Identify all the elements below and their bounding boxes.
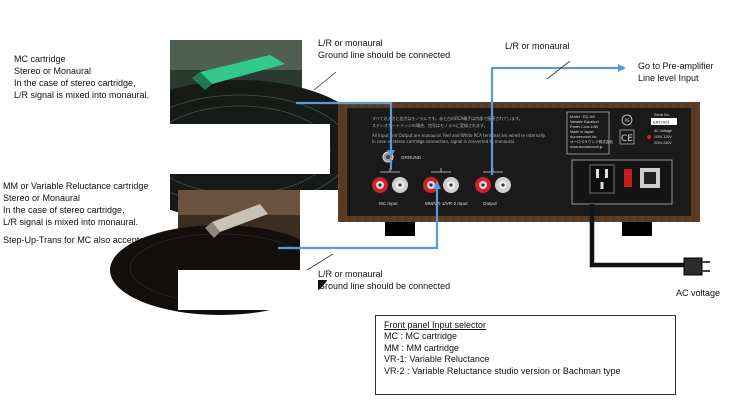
legend-row: MC : MC cartridge [384,331,458,341]
mm-desc-line: In the case of stereo cartridge, [3,205,125,215]
mc-input-jacks [372,177,408,193]
legend-row: MM : MM cartridge [384,342,460,353]
model-line: www.aurorasound.jp [570,145,603,149]
legend-row: VR-2 : Variable Reluctance studio versio… [384,365,621,376]
model-line: Model : EQ-100 [570,115,595,119]
panel-jp-text-2: ステレオカートリッジの場合、信号はモノラルに変換されます。 [372,122,488,128]
model-info-box [566,111,610,155]
model-line: Power Cons.10W [570,125,599,129]
ground-label: GROUND [401,155,422,160]
bottom-callout-line: Ground line should be connected [318,281,451,291]
mm-desc-line: MM or Variable Reluctance cartridge [3,181,149,191]
preamp-callout: Go to Pre-amplifier Line level Input [638,60,714,84]
output-label: Output [483,201,498,206]
output-wire [490,64,626,175]
mm-desc-line: Stereo or Monaural [3,193,81,203]
mm-wire [278,181,441,250]
mc-desc-line: Stereo or Monaural [14,66,92,76]
model-line: Made in Japan [570,130,594,134]
panel-en-text-1: All Input and Output are monaural. Red a… [372,133,546,138]
top-callout: L/R or monaural Ground line should be co… [318,37,450,61]
input-selector-legend: Front panel Input selector MC : MC cartr… [375,315,676,395]
top-callout-line: Ground line should be connected [318,50,451,60]
ac-voltage-1: 100V-120V [654,135,672,139]
ce-mark-icon: CE [619,129,635,145]
mm-desc-line: Step-Up-Trans for MC also accepted. [3,235,152,245]
top-callout-line: L/R or monaural [318,38,383,48]
svg-text:CE: CE [621,134,633,144]
ac-voltage-title: AC Voltage [654,129,672,133]
power-switch [624,168,660,188]
bottom-callout-leader [306,253,334,271]
bottom-callout-line: L/R or monaural [318,269,383,279]
mc-desc-line: L/R signal is mixed into monaural. [14,90,150,100]
preamp-callout-line: Line level Input [638,73,699,83]
ac-voltage-2: 220V-240V [654,141,672,145]
mc-wire [296,101,395,158]
svg-text:PS: PS [625,118,630,123]
serial-title: Serial No. [654,113,670,117]
mm-desc-line: L/R signal is mixed into monaural. [3,217,139,227]
mm-description: MM or Variable Reluctance cartridge Ster… [3,180,152,246]
mc-input-label: MC Input [379,201,398,206]
output-callout-leader [546,60,571,80]
voltage-indicator-icon [647,135,651,139]
mm-cartridge-photo [110,190,340,315]
output-callout: L/R or monaural [505,41,570,51]
panel-jp-text-1: すべての入力と出力はモノラルです。赤と白のRCA端子は内部で接続されています。 [372,115,523,121]
mc-desc-line: MC cartridge [14,54,66,64]
mm-input-label: MM/VR-1/VR-2 Input [425,201,468,206]
ac-power-cable [589,204,710,276]
pse-mark-icon: PS [621,114,633,126]
mc-description: MC cartridge Stereo or Monaural In the c… [14,53,149,101]
top-callout-leader [313,71,337,91]
model-line: オーロラサウンド株式会社 [570,139,614,144]
preamp-callout-line: Go to Pre-amplifier [638,61,714,71]
serial-plate [651,118,677,125]
mc-desc-line: In the case of stereo cartridge, [14,78,136,88]
serial-value: ER21001 [653,120,670,125]
output-jacks [475,177,511,193]
panel-en-text-2: In case of stereo cartridge connection, … [372,139,515,144]
bottom-callout: L/R or monaural Ground line should be co… [318,268,450,292]
legend-title: Front panel Input selector [384,320,487,330]
legend-row: VR-1: Variable Reluctance [384,354,490,364]
model-line: Auroresound Inc. [570,135,597,139]
model-line: Variable Equalizer [570,120,600,124]
mc-cartridge-photo [105,40,375,220]
ac-voltage-label: AC voltage [676,288,721,298]
